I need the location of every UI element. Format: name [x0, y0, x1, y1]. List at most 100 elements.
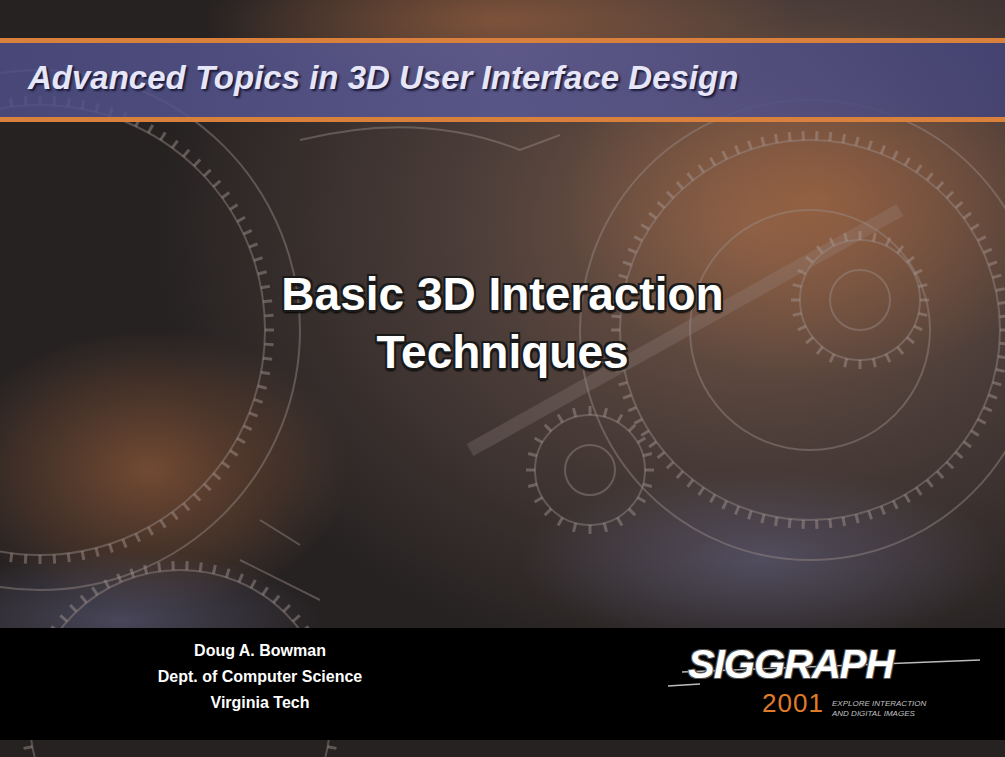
gear-tooth — [843, 134, 845, 143]
gear-tooth — [893, 501, 897, 509]
gear-tooth — [136, 534, 140, 542]
gear-tooth — [573, 408, 575, 417]
gear-tooth — [24, 747, 33, 749]
gear-tooth — [791, 299, 800, 302]
gear-tooth — [897, 347, 903, 354]
gear-tooth — [148, 125, 152, 133]
gear-tooth — [964, 442, 971, 447]
gear-tooth — [249, 413, 257, 416]
gear-tooth — [971, 431, 979, 436]
gear-tooth — [749, 511, 752, 520]
gear-tooth — [263, 301, 272, 302]
gear-tooth — [856, 137, 858, 146]
logo-tagline: EXPLORE INTERACTION AND DIGITAL IMAGES — [832, 699, 942, 719]
gear-tooth — [998, 302, 1005, 303]
gear-tooth — [918, 313, 927, 315]
gear-tooth — [918, 285, 927, 287]
gear-tooth — [998, 356, 1005, 357]
gear-tooth — [123, 539, 126, 547]
gear-tooth — [762, 137, 764, 146]
gear-tooth — [873, 358, 875, 367]
gear-tooth — [641, 225, 649, 230]
gear-tooth — [628, 407, 636, 411]
gear-tooth — [873, 233, 875, 242]
gear-tooth — [956, 202, 963, 208]
gear-tooth — [623, 262, 631, 265]
gear-tooth — [573, 523, 575, 532]
gear-tooth — [859, 360, 862, 369]
gear-tooth — [118, 574, 122, 582]
gear-tooth — [60, 615, 67, 621]
gear-tooth — [92, 587, 97, 595]
gear-tooth — [183, 150, 189, 157]
gear-tooth — [993, 382, 1002, 384]
gear-tooth — [788, 519, 792, 528]
gear-tooth — [907, 257, 914, 263]
gear-tooth — [254, 258, 263, 261]
gear-tooth — [53, 555, 57, 564]
gear-tooth — [677, 471, 683, 478]
gear-tooth — [161, 132, 166, 140]
gear-tooth — [916, 488, 921, 495]
gear-tooth — [845, 358, 847, 367]
gear-tooth — [629, 425, 635, 431]
gear-tooth — [618, 518, 623, 526]
gear-tooth — [70, 605, 76, 612]
slide-title: Basic 3D Interaction Techniques — [150, 265, 855, 381]
gear-tooth — [526, 469, 535, 472]
gear-tooth — [775, 517, 777, 526]
gear-tooth — [131, 569, 134, 578]
gear-tooth — [907, 337, 914, 343]
gear-tooth — [204, 484, 211, 490]
gear-tooth — [971, 225, 979, 230]
gear-tooth — [687, 173, 693, 180]
gear-tooth — [978, 419, 986, 423]
gear-tooth — [762, 514, 764, 523]
gear-tooth — [589, 406, 592, 415]
gear-tooth — [528, 453, 537, 455]
gear-tooth — [274, 596, 280, 603]
author-text: Virginia Tech — [110, 694, 410, 712]
gear-tooth — [806, 257, 813, 263]
gear-tooth — [845, 233, 847, 242]
gear-tooth — [226, 569, 229, 578]
gear-tooth — [222, 462, 229, 467]
gear-tooth — [658, 452, 665, 458]
gear-tooth — [68, 553, 69, 562]
gear-tooth — [254, 400, 263, 403]
gear-tooth — [634, 237, 642, 241]
gear-tooth — [989, 262, 997, 265]
gear-tooth — [914, 270, 922, 274]
gear-tooth — [82, 551, 84, 560]
gear-tooth — [856, 514, 858, 523]
gear-tooth — [171, 561, 174, 570]
gear-tooth — [749, 141, 752, 150]
gear-tooth — [886, 354, 890, 362]
gear-tooth — [793, 313, 802, 315]
gear-tooth — [828, 519, 832, 528]
gear-tooth — [993, 275, 1002, 277]
gear-tooth — [172, 141, 177, 148]
gear-tooth — [145, 565, 147, 574]
gear-tooth — [105, 580, 109, 588]
gear-tooth — [798, 326, 806, 330]
gear-tooth — [237, 217, 245, 221]
author-text: Doug A. Bowman — [110, 642, 410, 660]
gear-tooth — [711, 495, 716, 503]
gear-tooth — [649, 213, 656, 218]
gear-tooth — [815, 520, 818, 529]
gear-tooth — [623, 395, 631, 398]
gear-tooth — [984, 249, 992, 253]
gear-tooth — [964, 213, 971, 218]
gear-tooth — [996, 370, 1005, 372]
gear-tooth — [200, 562, 201, 571]
gear-tooth — [244, 230, 252, 234]
gear-tooth — [881, 145, 884, 153]
gear-tooth — [618, 415, 623, 423]
gear-tooth — [788, 132, 792, 141]
gear-tooth — [869, 141, 872, 150]
gear-tooth — [230, 205, 238, 210]
gear-tooth — [244, 426, 252, 430]
gear-tooth — [937, 182, 943, 189]
gear-tooth — [185, 561, 188, 570]
